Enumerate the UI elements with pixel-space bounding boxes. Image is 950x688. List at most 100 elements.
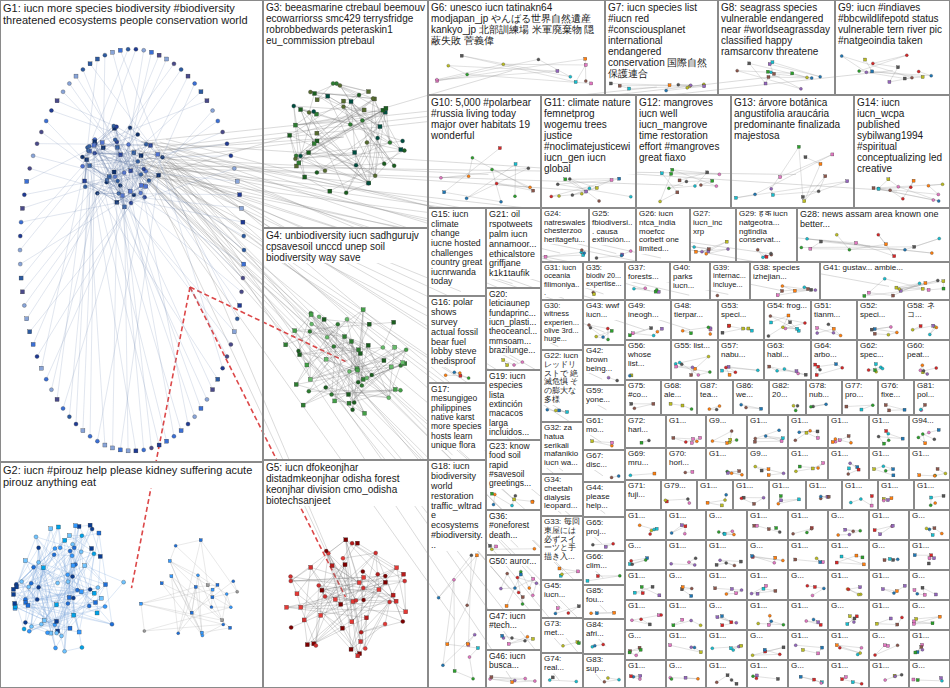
vertex-icon — [205, 99, 209, 103]
vertex-icon — [326, 94, 330, 98]
vertex-dot — [56, 581, 60, 585]
vertex-dot — [362, 598, 366, 602]
vertex-icon — [395, 566, 399, 570]
vertex-dot — [848, 248, 851, 251]
vertex-icon — [356, 654, 360, 658]
vertex-icon — [521, 596, 524, 599]
vertex-icon — [511, 681, 514, 684]
vertex-dot — [922, 369, 925, 372]
vertex-dot — [800, 246, 803, 249]
vertex-dot — [792, 404, 795, 407]
tie-line — [385, 602, 390, 624]
vertex-icon — [55, 619, 59, 623]
tie-line — [120, 175, 158, 450]
vertex-dot — [338, 83, 342, 87]
vertex-dot — [858, 70, 861, 73]
vertex-dot — [142, 48, 146, 52]
vertex-dot — [707, 326, 710, 329]
tie-line — [300, 355, 349, 395]
vertex-icon — [165, 439, 169, 443]
tie-line — [467, 74, 591, 83]
vertex-icon — [681, 404, 684, 407]
vertex-dot — [736, 69, 739, 72]
vertex-dot — [583, 251, 586, 254]
tie-line — [550, 680, 577, 681]
vertex-dot — [620, 254, 623, 257]
vertex-dot — [307, 389, 311, 393]
vertex-dot — [595, 256, 598, 259]
vertex-dot — [68, 549, 72, 553]
tie-line — [312, 324, 369, 345]
vertex-icon — [924, 282, 927, 285]
tie-line — [701, 181, 712, 185]
tie-line — [737, 71, 801, 89]
vertex-dot — [110, 622, 114, 626]
vertex-icon — [888, 80, 891, 83]
tie-line — [46, 121, 89, 166]
vertex-dot — [590, 612, 593, 615]
tie-line — [803, 181, 847, 197]
tie-line — [95, 153, 158, 154]
tie-line — [344, 101, 365, 110]
tie-line — [454, 372, 468, 378]
tie-line — [722, 329, 743, 333]
vertex-dot — [465, 197, 468, 200]
vertex-dot — [734, 371, 737, 374]
tie-line — [162, 156, 230, 157]
tie-line — [672, 170, 716, 186]
vertex-icon — [315, 98, 319, 102]
vertex-dot — [554, 612, 557, 615]
vertex-dot — [32, 565, 36, 569]
vertex-dot — [381, 345, 385, 349]
tie-line — [301, 110, 315, 144]
vertex-icon — [95, 57, 99, 61]
tie-line — [782, 286, 811, 290]
vertex-icon — [466, 642, 469, 645]
vertex-icon — [200, 631, 203, 634]
vertex-icon — [507, 642, 510, 645]
vertex-dot — [221, 130, 225, 134]
tie-line — [37, 143, 128, 145]
vertex-dot — [172, 434, 176, 438]
vertex-dot — [18, 248, 22, 252]
tie-line — [41, 132, 107, 180]
vertex-dot — [216, 119, 220, 123]
tie-line — [33, 156, 115, 177]
vertex-dot — [603, 680, 606, 683]
vertex-icon — [305, 363, 309, 367]
vertex-icon — [179, 429, 183, 433]
vertex-dot — [921, 364, 924, 367]
vertex-icon — [404, 610, 408, 614]
tie-line — [311, 315, 360, 354]
vertex-dot — [75, 588, 79, 592]
tie-line — [291, 540, 346, 581]
tie-line — [591, 612, 614, 613]
vertex-icon — [88, 62, 92, 66]
vertex-dot — [61, 90, 65, 94]
vertex-dot — [633, 407, 636, 410]
tie-line — [769, 367, 805, 375]
vertex-icon — [613, 611, 616, 614]
tie-line — [90, 166, 235, 332]
vertex-icon — [67, 534, 71, 538]
vertex-icon — [302, 618, 306, 622]
vertex-dot — [71, 542, 75, 546]
vertex-icon — [815, 374, 818, 377]
vertex-dot — [514, 494, 517, 497]
tie-line — [304, 567, 311, 620]
vertex-dot — [240, 290, 244, 294]
tie-line — [397, 568, 406, 612]
vertex-dot — [602, 336, 605, 339]
vertex-icon — [347, 401, 351, 405]
vertex-dot — [727, 248, 730, 251]
tie-line — [346, 540, 386, 583]
vertex-dot — [466, 73, 469, 76]
vertex-icon — [771, 61, 774, 64]
vertex-dot — [225, 142, 229, 146]
vertex-icon — [95, 611, 99, 615]
tie-line — [307, 565, 345, 645]
tie-line — [533, 583, 537, 595]
vertex-icon — [168, 559, 171, 562]
vertex-icon — [295, 592, 299, 596]
vertex-dot — [18, 262, 22, 266]
